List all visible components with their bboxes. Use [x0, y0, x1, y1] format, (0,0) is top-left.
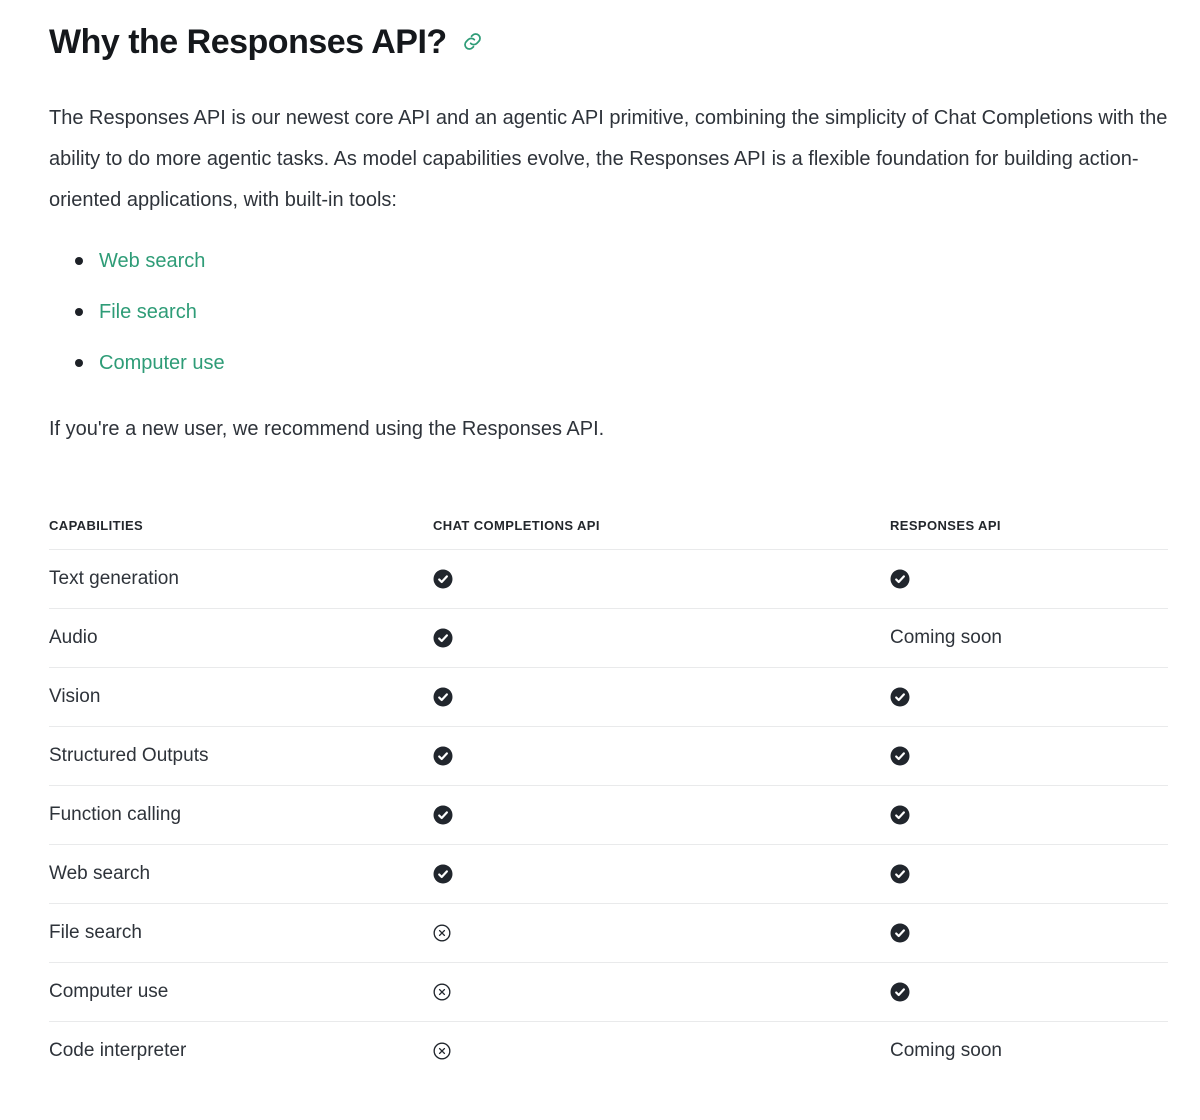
- table-row: Text generation: [49, 549, 1168, 609]
- built-in-tools-list: Web search File search Computer use: [49, 247, 1168, 377]
- capability-cell: Vision: [49, 667, 433, 727]
- capability-cell: Computer use: [49, 962, 433, 1022]
- chat-completions-status-cell: [433, 785, 890, 845]
- check-circle-icon: [433, 805, 453, 825]
- table-row: Audio Coming soon: [49, 608, 1168, 668]
- chat-completions-status-cell: [433, 844, 890, 904]
- capability-cell: Code interpreter: [49, 1040, 187, 1061]
- column-header-responses-api: RESPONSES API: [890, 518, 1168, 550]
- bullet-icon: [75, 359, 83, 367]
- status-text: Coming soon: [890, 627, 1002, 648]
- recommendation-text: If you're a new user, we recommend using…: [49, 418, 605, 440]
- computer-use-link[interactable]: Computer use: [99, 352, 225, 374]
- capability-cell: Audio: [49, 608, 433, 668]
- capability-cell: File search: [49, 903, 433, 963]
- link-icon: [462, 31, 483, 57]
- responses-status-cell: [890, 844, 1168, 904]
- responses-status-cell: [890, 962, 1168, 1022]
- check-circle-icon: [433, 687, 453, 707]
- chat-completions-status-cell: [433, 1022, 890, 1081]
- page-heading-row: Why the Responses API?: [49, 22, 1168, 62]
- capabilities-table: CAPABILITIES CHAT COMPLETIONS API RESPON…: [49, 518, 1168, 1080]
- file-search-link[interactable]: File search: [99, 301, 197, 323]
- intro-paragraph: The Responses API is our newest core API…: [49, 107, 1168, 211]
- capability-cell: Web search: [49, 844, 433, 904]
- bullet-icon: [75, 308, 83, 316]
- table-row: Code interpreter Coming soon: [49, 1022, 1168, 1081]
- capability-cell: Structured Outputs: [49, 726, 433, 786]
- table-header-row: CAPABILITIES CHAT COMPLETIONS API RESPON…: [49, 518, 1168, 550]
- heading-anchor-link[interactable]: [462, 31, 484, 57]
- responses-status-cell: [890, 726, 1168, 786]
- web-search-link[interactable]: Web search: [99, 250, 206, 272]
- responses-status-cell: [890, 903, 1168, 963]
- column-header-capabilities: CAPABILITIES: [49, 518, 433, 550]
- table-row: Vision: [49, 667, 1168, 727]
- check-circle-icon: [890, 687, 910, 707]
- table-row: File search: [49, 903, 1168, 963]
- table-row: Web search: [49, 844, 1168, 904]
- list-item: Computer use: [49, 349, 1168, 377]
- chat-completions-status-cell: [433, 903, 890, 963]
- responses-status-cell: [890, 667, 1168, 727]
- status-text: Coming soon: [890, 1040, 1002, 1061]
- table-row: Computer use: [49, 962, 1168, 1022]
- responses-status-cell: Coming soon: [890, 608, 1168, 668]
- x-circle-icon: [433, 983, 451, 1001]
- column-header-chat-completions-api: CHAT COMPLETIONS API: [433, 518, 890, 550]
- check-circle-icon: [890, 805, 910, 825]
- chat-completions-status-cell: [433, 962, 890, 1022]
- capability-cell: Text generation: [49, 549, 433, 609]
- chat-completions-status-cell: [433, 667, 890, 727]
- check-circle-icon: [890, 982, 910, 1002]
- responses-status-cell: [890, 549, 1168, 609]
- x-circle-icon: [433, 924, 451, 942]
- check-circle-icon: [433, 628, 453, 648]
- responses-status-cell: [890, 785, 1168, 845]
- table-row: Structured Outputs: [49, 726, 1168, 786]
- check-circle-icon: [890, 746, 910, 766]
- table-row: Function calling: [49, 785, 1168, 845]
- x-circle-icon: [433, 1042, 451, 1060]
- chat-completions-status-cell: [433, 726, 890, 786]
- check-circle-icon: [890, 864, 910, 884]
- check-circle-icon: [890, 569, 910, 589]
- chat-completions-status-cell: [433, 549, 890, 609]
- page-title: Why the Responses API?: [49, 23, 447, 61]
- chat-completions-status-cell: [433, 608, 890, 668]
- list-item: File search: [49, 298, 1168, 326]
- capability-cell: Function calling: [49, 785, 433, 845]
- check-circle-icon: [433, 569, 453, 589]
- list-item: Web search: [49, 247, 1168, 275]
- check-circle-icon: [890, 923, 910, 943]
- responses-status-cell: Coming soon: [890, 1022, 1168, 1081]
- bullet-icon: [75, 257, 83, 265]
- check-circle-icon: [433, 746, 453, 766]
- check-circle-icon: [433, 864, 453, 884]
